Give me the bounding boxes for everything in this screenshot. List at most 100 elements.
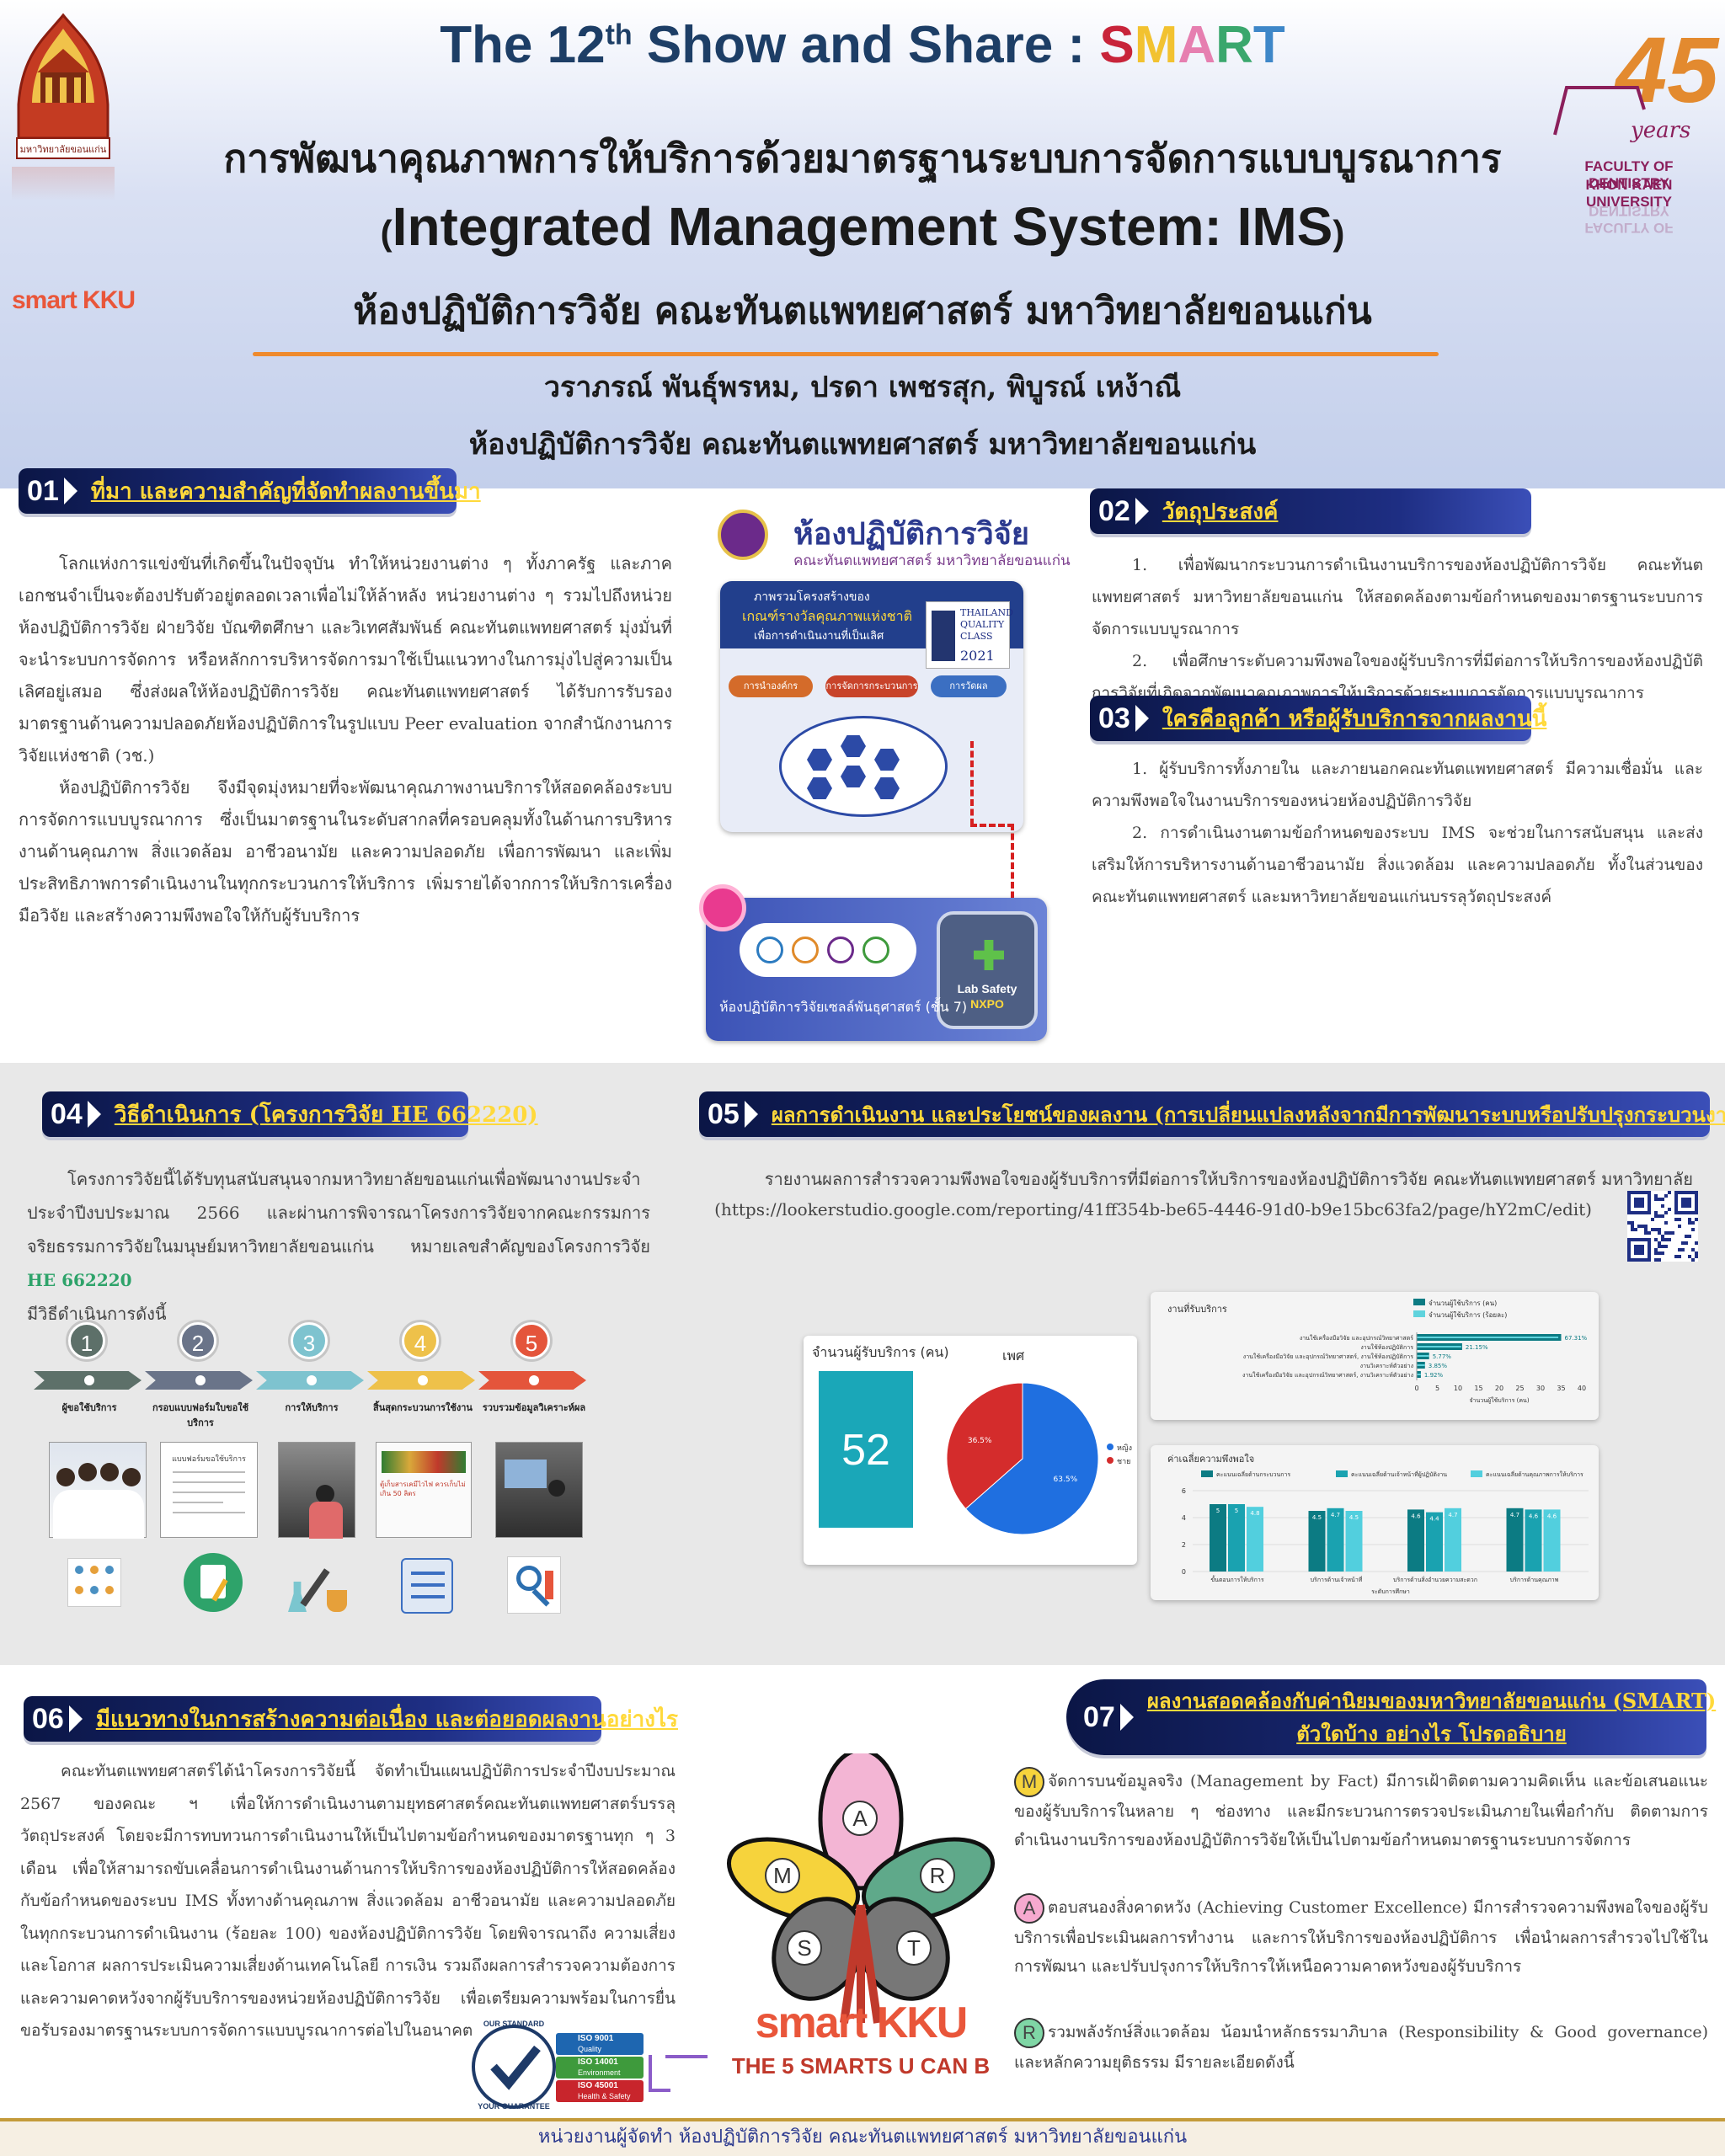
qr-module [1661, 1238, 1664, 1241]
gbar-category-label: ขั้นตอนการให้บริการ [1210, 1574, 1263, 1583]
hbar-data-label: 67.31% [1565, 1335, 1588, 1342]
service-bar-card: งานที่รับบริการจำนวนผู้ใช้บริการ (คน)จำน… [1151, 1292, 1599, 1420]
qr-module [1661, 1251, 1664, 1255]
show-title: The 12th Show and Share : SMART [440, 16, 1285, 74]
chevron-right-icon [63, 478, 77, 504]
count-title: จำนวนผู้รับบริการ (คน) [812, 1344, 949, 1360]
bracket-line-top [665, 2055, 708, 2058]
title-thai: การพัฒนาคุณภาพการให้บริการด้วยมาตรฐานระบ… [223, 136, 1502, 181]
bracket-line [649, 2055, 652, 2090]
satisfaction-bar-chart: ค่าเฉลี่ยความพึงพอใจคะแนนเฉลี่ยด้านกระบว… [1167, 1452, 1589, 1595]
infographic-tab-3: การวัดผล [931, 675, 1007, 697]
step-label: การให้บริการ [285, 1402, 339, 1413]
flower-letter-s: S [787, 1930, 822, 1966]
hbar-percent-line [1417, 1337, 1559, 1338]
qr-module [1685, 1241, 1688, 1245]
hbar-category-label: งานวิเคราะห์ตัวอย่าง [1360, 1363, 1413, 1369]
chevron-right-icon [1135, 705, 1149, 732]
qr-module [1688, 1235, 1691, 1238]
qr-module [1654, 1248, 1658, 1251]
hbar-data-label: 5.77% [1433, 1353, 1452, 1360]
hbar-legend-swatch [1413, 1299, 1425, 1305]
connector-line-h [970, 824, 1014, 827]
faculty-logo: 45 years FACULTY OF DENTISTRY KHON KAEN … [1543, 17, 1718, 236]
gbar-bar [1445, 1508, 1461, 1572]
gbar-data-label: 4.6 [1547, 1513, 1557, 1519]
infographic-head-2: เกณฑ์รางวัลคุณภาพแห่งชาติ [742, 608, 912, 624]
hbar-tick-label: 30 [1536, 1385, 1545, 1392]
hbar-tick-label: 0 [1414, 1385, 1418, 1392]
gbar-title: ค่าเฉลี่ยความพึงพอใจ [1167, 1452, 1254, 1465]
hbar-xlabel: จำนวนผู้ใช้บริการ (คน) [1469, 1396, 1529, 1404]
gbar-data-label: 5 [1235, 1508, 1238, 1514]
smart-letter-t: T [1252, 16, 1285, 74]
gbar-xlabel: ระดับการศึกษา [1371, 1588, 1410, 1595]
smart-flower-icon [726, 1748, 996, 2024]
partner-logos [740, 923, 916, 977]
smart-letter-r: R [1215, 16, 1253, 74]
qr-module [1658, 1251, 1661, 1255]
report-url-link[interactable]: (https://lookerstudio.google.com/reporti… [714, 1199, 1592, 1219]
customer-2: 2. การดำเนินงานตามข้อกำหนดของระบบ IMS จะ… [1092, 824, 1703, 906]
qr-module [1658, 1241, 1661, 1245]
section-03-body: 1. ผู้รับบริการทั้งภายใน และภายนอกคณะทัน… [1092, 753, 1703, 913]
hbar-tick-label: 10 [1454, 1385, 1462, 1392]
smart-word: SMART [1099, 16, 1284, 74]
gbar-bar [1228, 1504, 1245, 1572]
qr-module [1634, 1228, 1637, 1231]
iso-sub: Health & Safety [578, 2092, 631, 2100]
header-background [0, 0, 1725, 488]
flower-letter-m: M [765, 1858, 800, 1893]
qr-module [1664, 1221, 1668, 1225]
lab-emblem-icon [718, 510, 768, 560]
kku-logo: มหาวิทยาลัยขอนแก่น [12, 12, 115, 163]
qr-module [1658, 1258, 1661, 1262]
gbar-data-label: 4.8 [1250, 1510, 1259, 1517]
photo-chemicals: ตู้เก็บสารเคมีไวไฟ ควรเก็บไม่เกิน 50 ลิต… [376, 1442, 472, 1538]
tooth-outline-icon [1553, 86, 1646, 136]
hbar-tick-label: 20 [1495, 1385, 1503, 1392]
kku-logo-caption: มหาวิทยาลัยขอนแก่น [19, 144, 107, 155]
chevron-right-icon [1135, 498, 1149, 525]
section-04-paragraph: โครงการวิจัยนี้ได้รับทุนสนับสนุนจากมหาวิ… [27, 1169, 650, 1290]
step-dot [418, 1375, 428, 1385]
gbar-bar [1525, 1509, 1542, 1572]
connector-line-v2 [1011, 824, 1014, 908]
smart-letter-m: M [1134, 16, 1178, 74]
form-edit-icon [184, 1553, 243, 1612]
qr-finder-core [1634, 1198, 1644, 1208]
gbar-data-label: 4.6 [1529, 1513, 1539, 1519]
qr-module [1654, 1228, 1658, 1231]
qr-module [1658, 1231, 1661, 1235]
qr-finder-core [1681, 1198, 1691, 1208]
header-divider [253, 352, 1439, 356]
value-text: ตอบสนองสิ่งคาดหวัง (Achieving Customer E… [1014, 1898, 1708, 1976]
pie-data-label: 63.5% [1054, 1476, 1078, 1484]
step-number-5: 5 [513, 1322, 550, 1359]
qr-code-icon[interactable] [1627, 1191, 1698, 1262]
iso-code: ISO 45001 [578, 2081, 618, 2090]
smart-kku-logo: smart KKU [12, 286, 136, 314]
qr-module [1664, 1245, 1668, 1248]
pie-data-label: 36.5% [968, 1437, 992, 1445]
section-01-paragraph-1: โลกแห่งการแข่งขันที่เกิดขึ้นในปัจจุบัน ท… [19, 553, 672, 766]
hbar-percent-line [1417, 1355, 1429, 1357]
gbar-data-label: 4.7 [1331, 1512, 1340, 1518]
gbar-bar [1345, 1511, 1363, 1572]
section-05-header: 05 ผลการดำเนินงาน และประโยชน์ของผลงาน (ก… [699, 1091, 1725, 1137]
gbar-tick-label: 0 [1182, 1568, 1186, 1576]
title-english: (Integrated Management System: IMS) [380, 196, 1345, 257]
faculty-logo-line2: KHON KAEN UNIVERSITY [1585, 177, 1673, 210]
gbar-bar [1543, 1509, 1561, 1572]
gbar-bar [1426, 1512, 1443, 1572]
pie-legend-label: ชาย [1117, 1458, 1130, 1466]
checklist-icon [401, 1558, 453, 1614]
qr-module [1664, 1211, 1668, 1214]
qr-module [1671, 1231, 1674, 1235]
affiliation: ห้องปฏิบัติการวิจัย คณะทันตแพทยศาสตร์ มห… [468, 428, 1257, 462]
qr-module [1627, 1221, 1631, 1225]
hbar-legend-label: จำนวนผู้ใช้บริการ (ร้อยละ) [1429, 1311, 1507, 1320]
gbar-bar [1247, 1507, 1263, 1572]
